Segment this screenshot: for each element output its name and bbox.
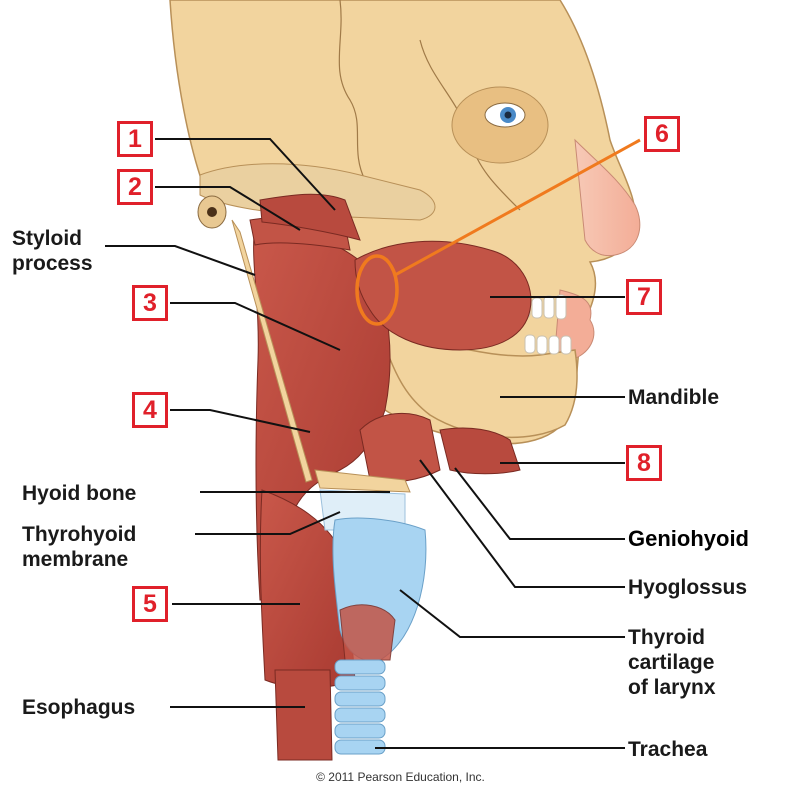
marker-5: 5: [132, 586, 168, 622]
cricoid: [339, 604, 396, 661]
orange-leader: [394, 138, 641, 277]
leader-lines: [105, 138, 625, 749]
styloid: [231, 219, 313, 483]
label-geniohyoid: Geniohyoid: [628, 526, 749, 551]
label-styloid-process: Styloid process: [12, 227, 93, 275]
ear-canal-hole: [207, 207, 217, 217]
styloglossus: [259, 193, 361, 241]
trachea-rings: [334, 659, 386, 755]
copyright-credit: © 2011 Pearson Education, Inc.: [316, 770, 485, 784]
marker-2: 2: [117, 169, 153, 205]
esophagus-tube: [274, 669, 333, 761]
marker-3: 3: [132, 285, 168, 321]
label-hyoglossus: Hyoglossus: [628, 576, 748, 599]
mandible-bone: [378, 329, 578, 439]
label-mandible: Mandible: [628, 386, 720, 409]
marker-8: 8: [626, 445, 662, 481]
skull-suture: [338, 0, 366, 181]
label-thyrohyoid-membrane: Thyrohyoid membrane: [22, 523, 137, 571]
label-thyroid-cartilage: Thyroid cartilage of larynx: [628, 626, 716, 699]
marker-7: 7: [626, 279, 662, 315]
label-trachea: Trachea: [628, 738, 708, 761]
marker-1: 1: [117, 121, 153, 157]
highlight-ellipse: [355, 254, 399, 326]
nose: [574, 138, 641, 257]
label-hyoid-bone: Hyoid bone: [22, 482, 137, 505]
label-esophagus: Esophagus: [22, 696, 136, 719]
hyoid: [314, 469, 411, 493]
marker-6: 6: [644, 116, 680, 152]
marker-4: 4: [132, 392, 168, 428]
pupil: [504, 111, 512, 119]
